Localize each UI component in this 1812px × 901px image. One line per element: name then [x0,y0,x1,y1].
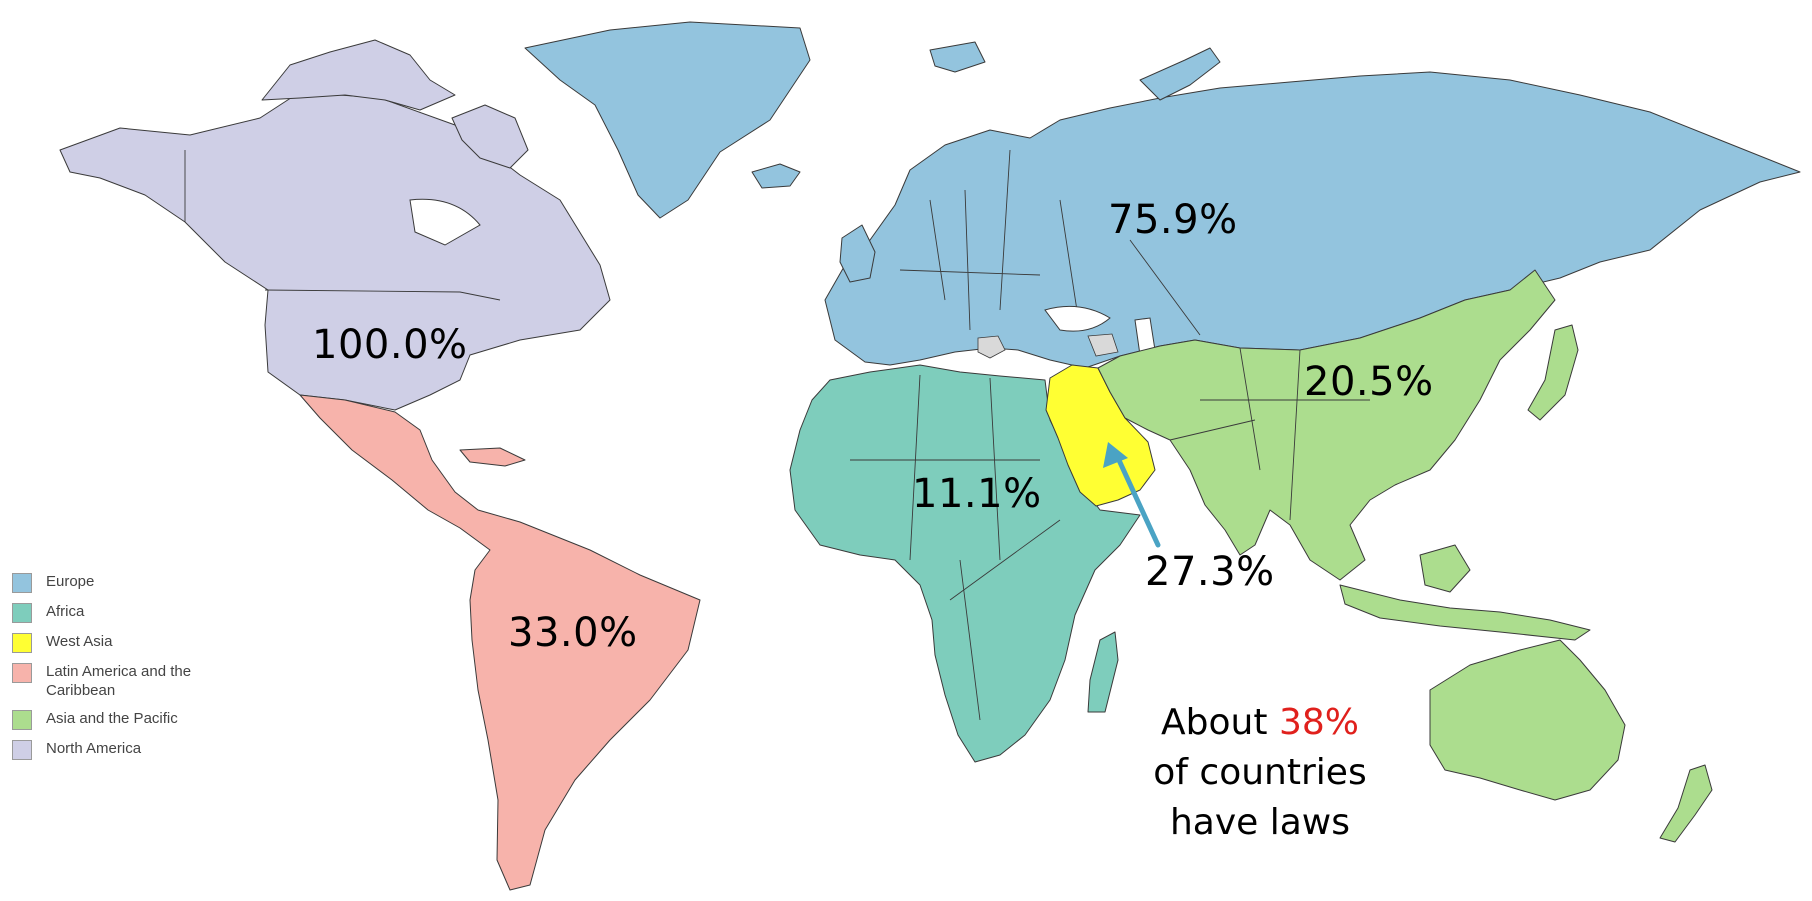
uk-shape [839,224,876,283]
arrow-head [1103,442,1128,468]
region-latin-america [299,394,701,891]
canada-islands-shape [261,39,456,111]
legend-label: Europe [46,573,95,590]
legend-item-west-asia: West Asia [12,632,232,653]
africa-borders [850,374,1061,721]
iceland-shape [751,163,801,189]
arrow-line [1115,455,1161,548]
map-legend: Europe Africa West Asia Latin America an… [12,572,232,769]
summary-note-highlight: 38% [1278,702,1359,743]
region-asia-pacific [1097,269,1713,843]
legend-item-north-america: North America [12,739,232,760]
legend-label: North America [46,740,142,757]
legend-label: Latin America and the Caribbean [46,663,192,699]
legend-swatch [12,740,32,760]
asia-borders [1169,347,1370,521]
europe-russia-shape [824,71,1801,369]
hudson-bay-shape [409,198,481,246]
summary-note-line2: of countries [1153,752,1367,793]
legend-swatch [12,573,32,593]
label-africa-value: 11.1% [912,471,1042,517]
asia-mainland-shape [1097,269,1556,581]
us-canada-border [264,289,501,301]
borneo-shape [1419,544,1471,593]
legend-swatch [12,633,32,653]
label-asia-pacific-value: 20.5% [1304,359,1434,405]
new-zealand-shape [1659,764,1713,843]
label-north-america-value: 100.0% [312,322,468,368]
madagascar-shape [1087,631,1119,713]
region-europe [751,41,1801,369]
label-europe-value: 75.9% [1108,197,1238,243]
europe-borders [899,149,1201,336]
legend-label: Asia and the Pacific [46,710,178,727]
latin-america-shape [299,394,701,891]
baffin-island-shape [451,104,529,169]
legend-item-africa: Africa [12,602,232,623]
indonesia-shape [1339,584,1591,641]
unclassified-area [977,333,1119,359]
australia-shape [1429,639,1626,801]
svalbard-shape [929,41,986,73]
legend-label: West Asia [46,633,113,650]
summary-note-line1: About 38% [1120,698,1400,748]
africa-shape [789,364,1141,763]
legend-item-latin-america: Latin America and the Caribbean [12,662,232,700]
region-africa [789,364,1141,763]
legend-swatch [12,603,32,623]
legend-item-europe: Europe [12,572,232,593]
legend-swatch [12,710,32,730]
west-asia-arrow [1103,442,1161,548]
novaya-zemlya-shape [1139,47,1221,101]
label-west-asia-value: 27.3% [1145,549,1275,595]
region-north-america [59,39,611,411]
greenland-shape [524,21,811,219]
caribbean-islands-shape [459,447,526,467]
legend-label: Africa [46,603,85,620]
summary-note-line3: have laws [1169,802,1351,843]
summary-note-prefix: About [1161,702,1279,743]
japan-shape [1527,324,1579,421]
legend-swatch [12,663,32,683]
black-sea-shape [1044,305,1111,332]
legend-item-asia-pacific: Asia and the Pacific [12,709,232,730]
summary-note: About 38% of countries have laws [1120,698,1400,848]
label-latin-america-value: 33.0% [508,610,638,656]
